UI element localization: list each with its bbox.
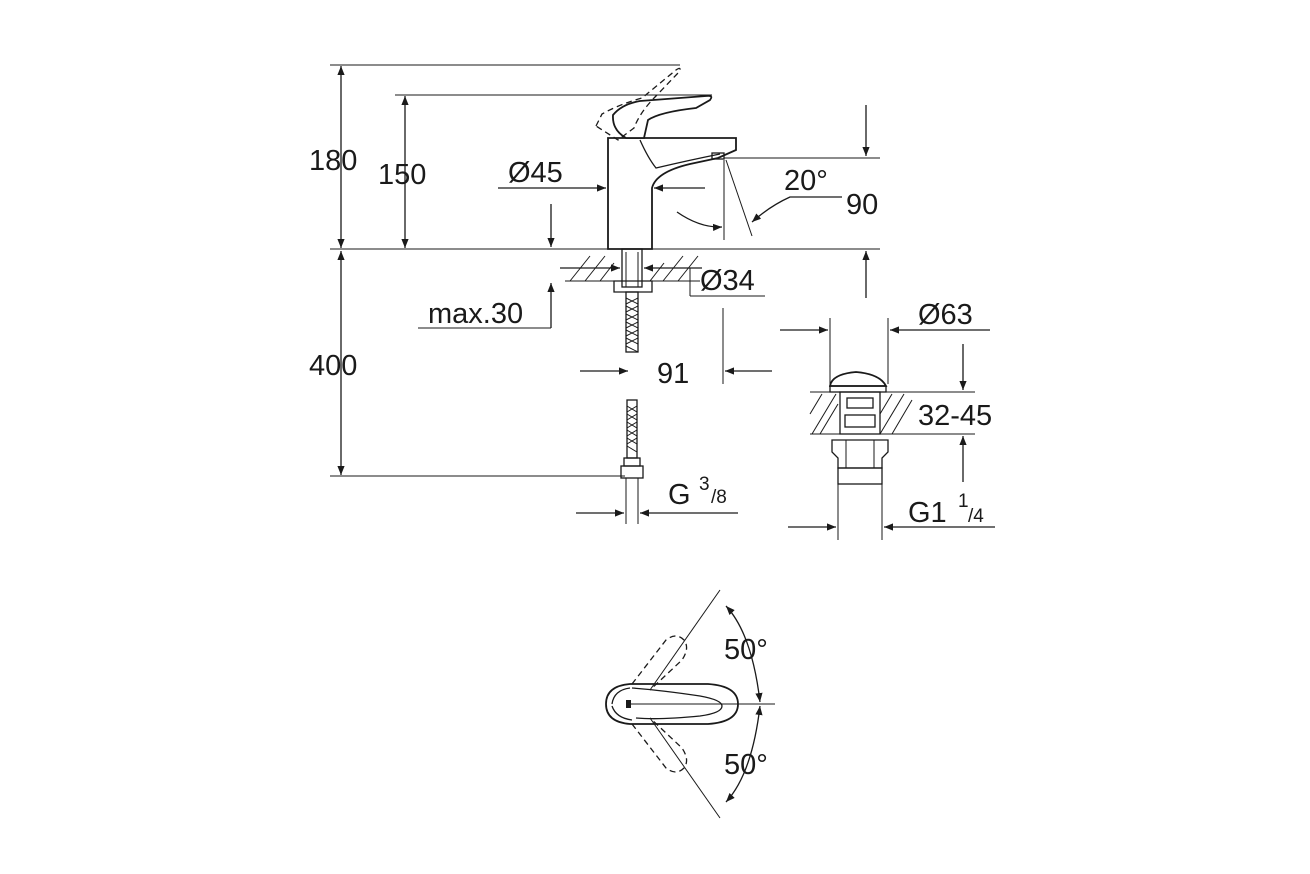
- dim-waste-thread: G1: [908, 497, 947, 529]
- pop-up-waste: [809, 371, 913, 540]
- lever-rotated-down: [631, 717, 688, 773]
- lever-raised-outline: [595, 67, 681, 141]
- dim-hole-diameter: Ø34: [700, 265, 755, 297]
- faucet-top-view: [605, 589, 775, 819]
- dim-hose-thread: G: [668, 479, 691, 511]
- countertop-section: [565, 248, 700, 282]
- dim-total-height: 180: [309, 145, 357, 177]
- dim-spout-outlet-height: 90: [846, 189, 878, 221]
- dim-max-deck-thickness: max.30: [428, 298, 523, 330]
- dim-spout-height: 150: [378, 159, 426, 191]
- dim-hose-thread-denominator: /8: [711, 487, 727, 508]
- faucet-side-view: [330, 64, 880, 524]
- lever-angle-dimensions: 50° 50°: [724, 605, 768, 803]
- dim-waste-diameter: Ø63: [918, 299, 973, 331]
- lever-rotated-up: [631, 635, 688, 691]
- dim-hose-thread-numerator: 3: [699, 474, 710, 495]
- dim-waste-thread-numerator: 1: [958, 491, 969, 512]
- faucet-body: [607, 137, 737, 250]
- dim-spout-projection: 91: [657, 358, 689, 390]
- faucet-dimensions: 180 150 Ø45 90 20° Ø34 max.30 400: [309, 66, 880, 517]
- waste-dimensions: Ø63 32-45 G1 1 /4: [780, 299, 995, 531]
- lever-handle: [612, 94, 713, 139]
- dim-waste-deck-range: 32-45: [918, 400, 992, 432]
- dim-hose-length: 400: [309, 350, 357, 382]
- dim-waste-thread-denominator: /4: [968, 506, 984, 527]
- dim-spout-angle: 20°: [784, 165, 828, 197]
- dim-lever-angle-top: 50°: [724, 634, 768, 666]
- dim-lever-angle-bottom: 50°: [724, 749, 768, 781]
- dim-body-diameter: Ø45: [508, 157, 563, 189]
